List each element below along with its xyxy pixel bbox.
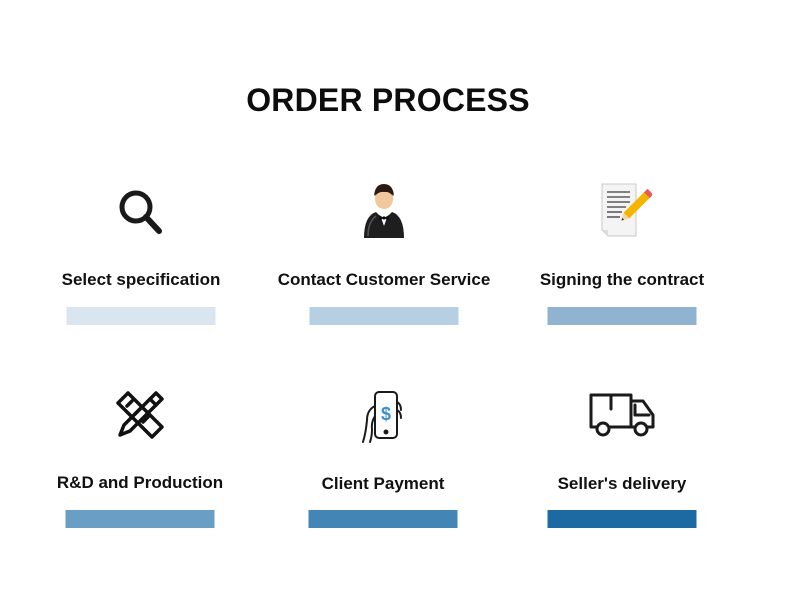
search-icon — [111, 180, 171, 240]
customer-service-icon — [354, 180, 414, 240]
svg-text:$: $ — [381, 404, 391, 424]
contract-icon — [592, 180, 652, 240]
step-signing-the-contract: Signing the contract — [502, 180, 742, 330]
step-rd-and-production: R&D and Production — [20, 385, 260, 535]
progress-bar — [547, 307, 697, 325]
progress-bar — [547, 510, 697, 528]
progress-bar — [66, 307, 216, 325]
step-label: Client Payment — [321, 474, 445, 493]
step-client-payment: $ Client Payment — [263, 385, 503, 535]
step-label: Signing the contract — [539, 270, 705, 289]
progress-bar — [65, 510, 215, 528]
mobile-payment-icon: $ — [353, 388, 413, 448]
step-sellers-delivery: Seller's delivery — [502, 385, 742, 535]
step-label: Select specification — [61, 270, 221, 289]
progress-bar — [309, 307, 459, 325]
delivery-truck-icon — [587, 385, 657, 445]
progress-bar — [308, 510, 458, 528]
step-select-specification: Select specification — [21, 180, 261, 330]
step-label: R&D and Production — [56, 473, 224, 492]
step-contact-customer-service: Contact Customer Service — [264, 180, 504, 330]
page-title: ORDER PROCESS — [246, 82, 530, 118]
step-label: Seller's delivery — [557, 474, 687, 493]
pencil-ruler-icon — [110, 385, 170, 445]
step-label: Contact Customer Service — [277, 270, 491, 289]
